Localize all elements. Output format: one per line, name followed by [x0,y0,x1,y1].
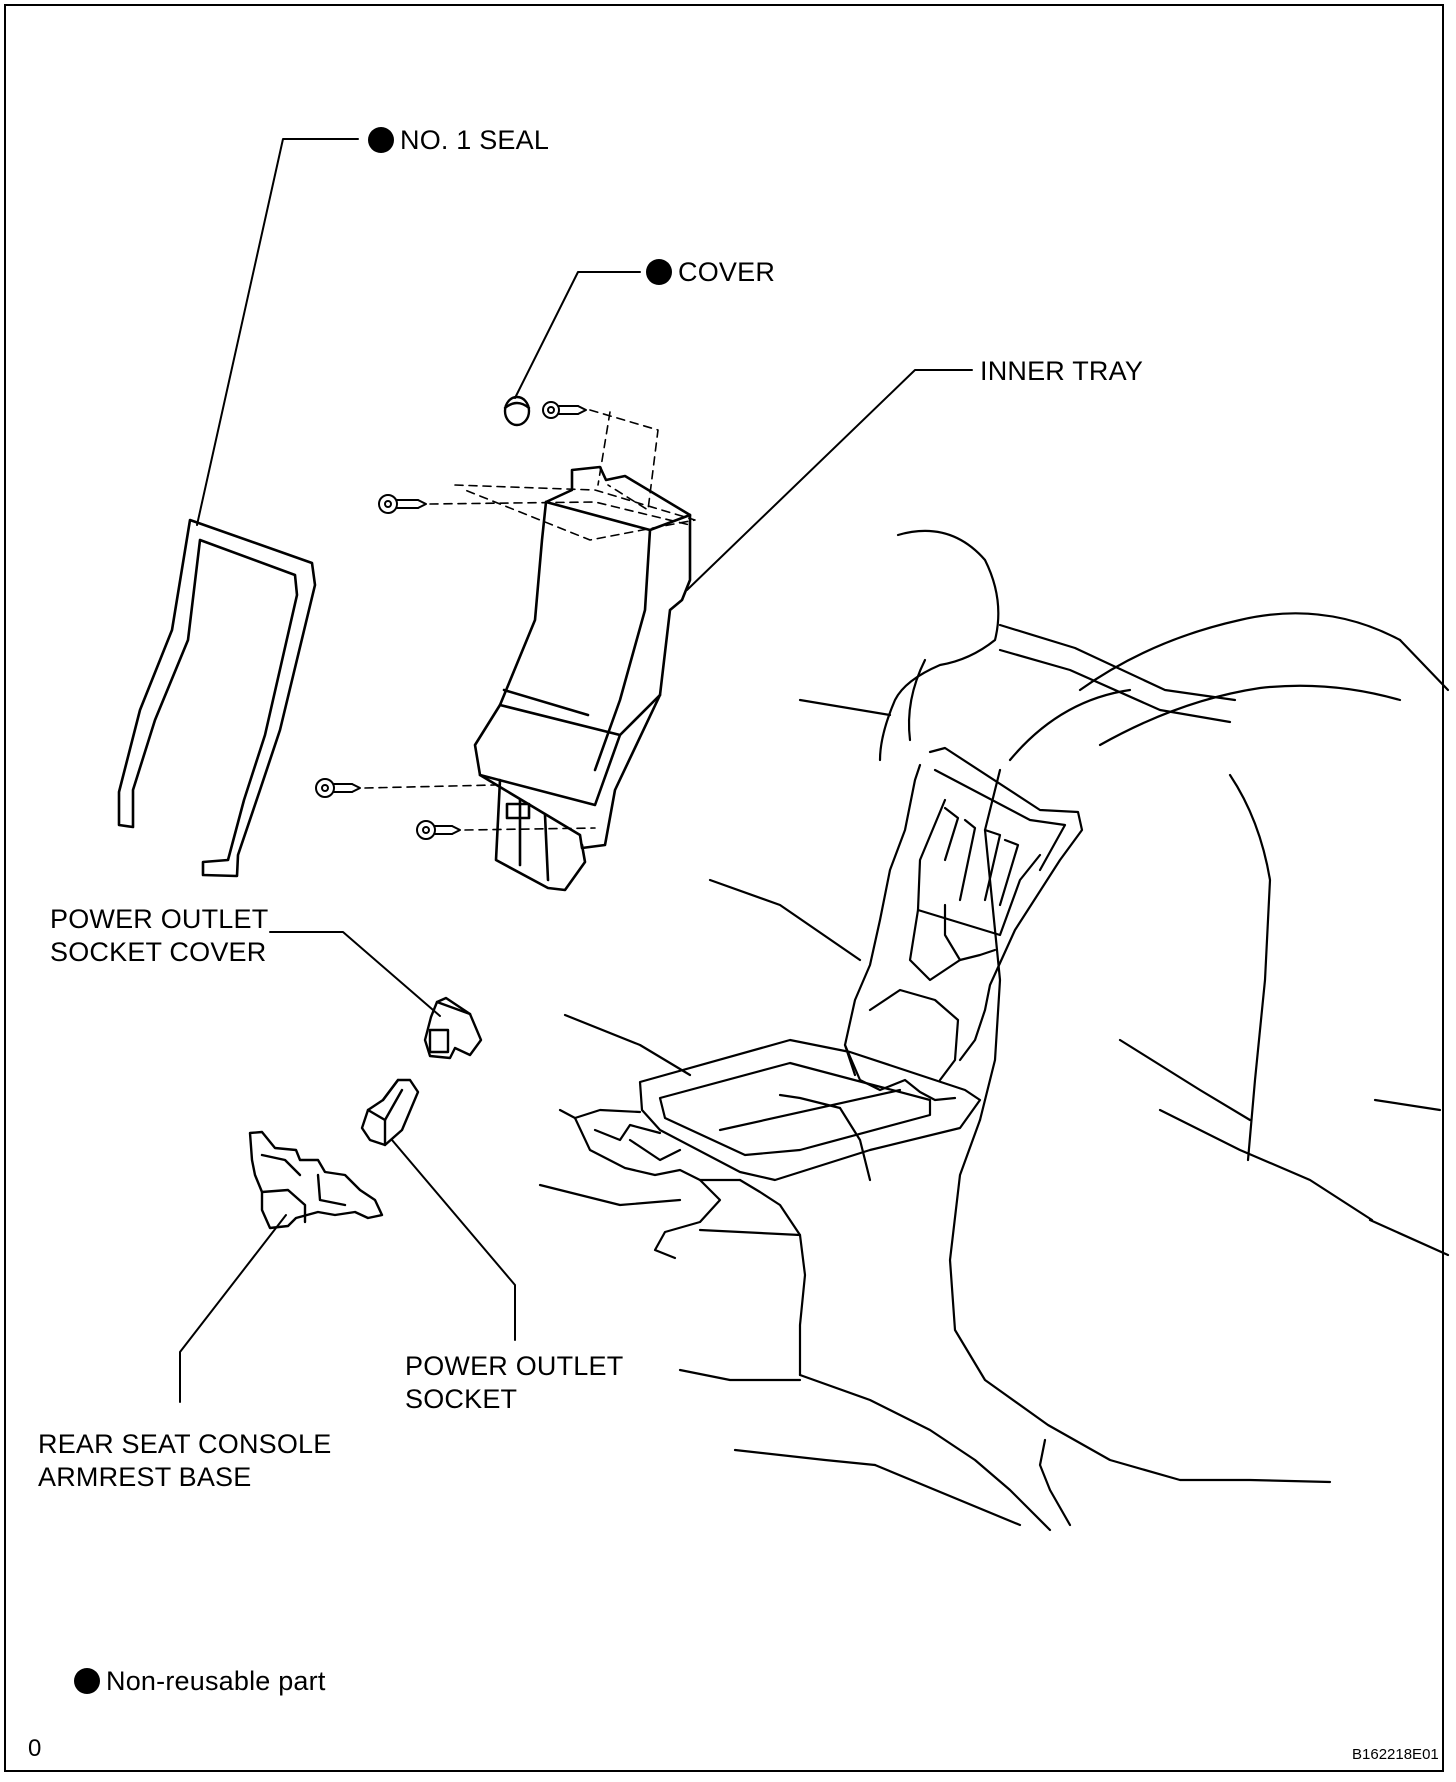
cover-leader [514,271,641,399]
seal-label-text: NO. 1 SEAL [400,125,550,155]
non-reusable-marker-icon [646,259,672,285]
socket-cover-leader [269,931,441,1017]
socket-label-line2: SOCKET [405,1384,518,1414]
socket-cover-part [423,996,483,1060]
legend: Non-reusable part [74,1665,326,1697]
armrest-leader [179,1214,287,1403]
socket-cover-label-line2: SOCKET COVER [50,937,267,967]
seal-part [117,518,317,878]
inner-tray-label: INNER TRAY [980,356,1144,386]
corner-mark: 0 [28,1735,42,1762]
inner-tray-leader [686,369,973,591]
seal-leader [196,138,359,526]
cover-part [503,395,531,427]
armrest-label-line2: ARMREST BASE [38,1462,252,1492]
socket-leader [391,1139,516,1341]
fastener-guide-lines [364,409,696,831]
leader-lines [179,138,973,1403]
cover-label: COVER [646,256,775,288]
armrest-base-part [248,1130,384,1230]
screws [315,401,587,840]
non-reusable-marker-icon [368,127,394,153]
non-reusable-legend-icon [74,1668,100,1694]
rear-seat-illustration [538,529,1450,1532]
armrest-label-line1: REAR SEAT CONSOLE [38,1429,332,1459]
socket-cover-label-line1: POWER OUTLET [50,904,269,934]
seal-label: NO. 1 SEAL [368,124,549,156]
inner-tray-part [473,465,692,892]
figure-code: B162218E01 [1352,1746,1439,1763]
diagram-frame [4,4,1444,1772]
socket-part [360,1078,420,1147]
legend-text: Non-reusable part [106,1666,326,1696]
cover-label-text: COVER [678,257,776,287]
socket-label-line1: POWER OUTLET [405,1351,624,1381]
